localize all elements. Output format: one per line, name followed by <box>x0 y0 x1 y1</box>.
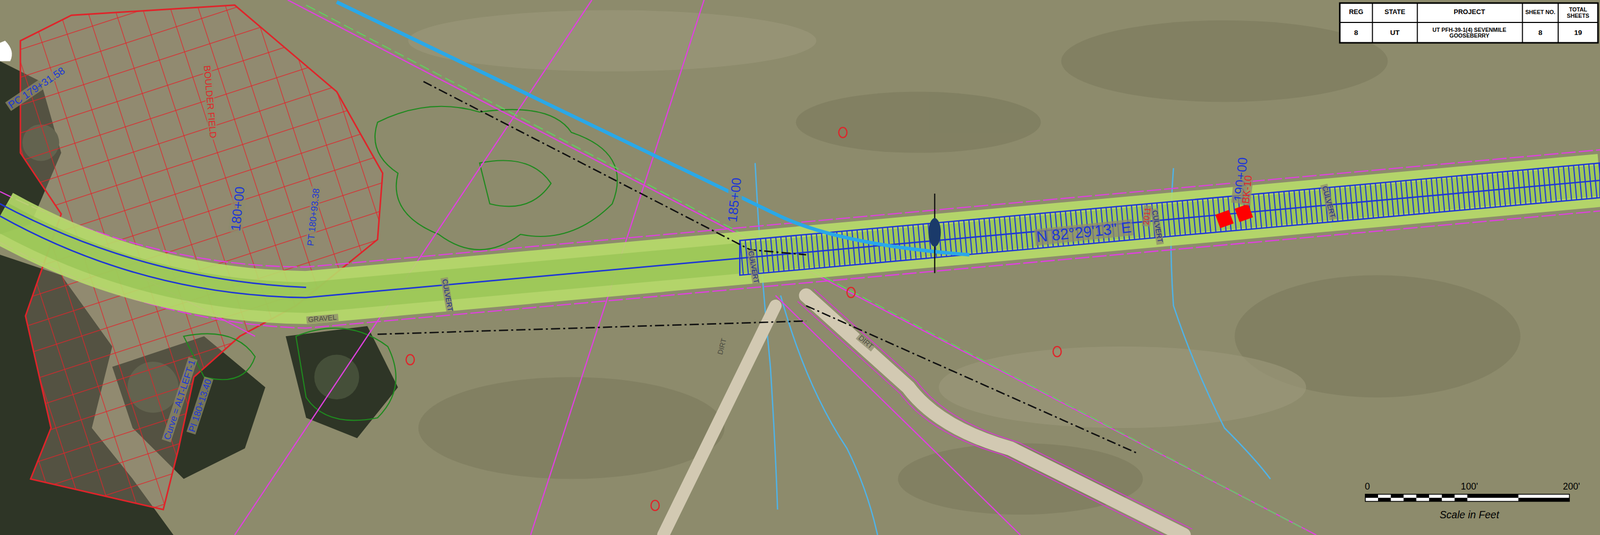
title-block-head: SHEET NO. <box>1524 9 1556 16</box>
scale-number: 100' <box>1461 482 1479 492</box>
scale-number: 200' <box>1562 482 1581 492</box>
scale-number: 0 <box>1364 482 1371 492</box>
title-block-cell: 19 <box>1573 28 1582 37</box>
title-block-head: REG <box>1348 9 1364 17</box>
title-block-cell: 8 <box>1538 28 1543 37</box>
title-block-head: STATE <box>1384 9 1406 17</box>
title-block-cell: UT <box>1390 28 1400 37</box>
title-block-cell: 8 <box>1353 28 1359 37</box>
title-block-cell: UT PFH-39-1(4) SEVENMILE GOOSEBERRY <box>1419 26 1520 39</box>
title-block-head: PROJECT <box>1453 9 1486 17</box>
title-block-head: TOTAL SHEETS <box>1559 6 1597 19</box>
scale-title: Scale in Feet <box>1439 509 1500 521</box>
